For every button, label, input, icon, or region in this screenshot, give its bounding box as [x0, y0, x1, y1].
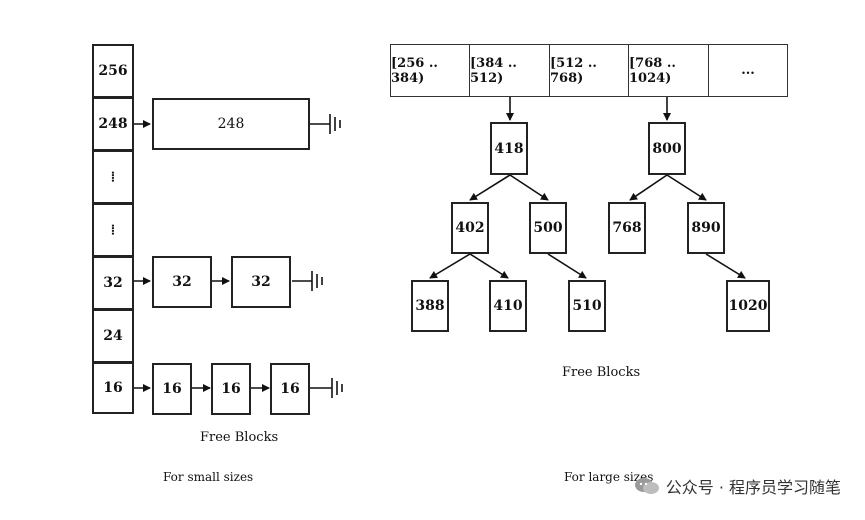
range-label: [256 .. 384) [391, 55, 438, 86]
block-label: 32 [172, 274, 192, 290]
size-class-32: 32 [92, 256, 134, 310]
block-label: 16 [221, 381, 241, 397]
range-cell: [512 .. 768) [549, 44, 629, 97]
size-class-label: 32 [103, 275, 123, 291]
tree-node-890: 890 [687, 202, 725, 254]
tree-node-768: 768 [608, 202, 646, 254]
size-class-label: 24 [103, 328, 123, 344]
tree-node-500: 500 [529, 202, 567, 254]
node-label: 500 [533, 220, 563, 236]
size-class-label: ⁞ [110, 221, 116, 238]
size-class-label: 16 [103, 380, 123, 396]
tree-node-510: 510 [568, 280, 606, 332]
free-blocks-label-small: Free Blocks [200, 430, 279, 445]
range-label: [512 .. 768) [550, 55, 597, 86]
tree-node-1020: 1020 [726, 280, 770, 332]
size-class-256: 256 [92, 44, 134, 98]
block-label: 16 [280, 381, 300, 397]
free-block-248: 248 [152, 98, 310, 150]
block-label: 16 [162, 381, 182, 397]
ground-symbols [311, 114, 343, 398]
size-class-label: 256 [98, 63, 128, 79]
caption-large-sizes: For large sizes [564, 470, 654, 484]
size-class-24: 24 [92, 309, 134, 363]
free-blocks-label-large: Free Blocks [562, 365, 641, 380]
node-label: 768 [612, 220, 642, 236]
range-label: ... [741, 63, 755, 78]
node-label: 418 [494, 140, 524, 157]
wechat-icon [634, 476, 660, 496]
size-class-248: 248 [92, 97, 134, 151]
size-class-label: 248 [98, 116, 128, 132]
size-class-ellipsis-1: ⁞ [92, 150, 134, 204]
free-block-16: 16 [270, 363, 310, 415]
node-label: 402 [455, 220, 485, 236]
range-label: [768 .. 1024) [629, 55, 676, 86]
range-cell: [256 .. 384) [390, 44, 470, 97]
size-class-ellipsis-2: ⁞ [92, 203, 134, 257]
watermark: 公众号 · 程序员学习随笔 [634, 474, 841, 498]
size-class-label: ⁞ [110, 168, 116, 185]
range-cell: [384 .. 512) [469, 44, 550, 97]
node-label: 890 [691, 220, 721, 236]
free-block-32: 32 [231, 256, 291, 308]
range-label: [384 .. 512) [470, 55, 517, 86]
tree-node-410: 410 [489, 280, 527, 332]
free-block-32: 32 [152, 256, 212, 308]
node-label: 410 [493, 298, 523, 314]
range-cell: ... [708, 44, 788, 97]
tree-node-800: 800 [648, 122, 686, 175]
caption-small-sizes: For small sizes [163, 470, 254, 484]
watermark-text: 公众号 · 程序员学习随笔 [665, 478, 841, 497]
block-label: 248 [217, 116, 245, 132]
node-label: 388 [415, 298, 445, 314]
free-block-16: 16 [211, 363, 251, 415]
block-label: 32 [251, 274, 271, 290]
free-block-16: 16 [152, 363, 192, 415]
tree-node-388: 388 [411, 280, 449, 332]
tree-node-418: 418 [490, 122, 528, 175]
node-label: 510 [572, 298, 602, 314]
tree-node-402: 402 [451, 202, 489, 254]
node-label: 1020 [728, 298, 768, 314]
size-class-16: 16 [92, 362, 134, 414]
range-cell: [768 .. 1024) [628, 44, 709, 97]
node-label: 800 [652, 140, 682, 157]
